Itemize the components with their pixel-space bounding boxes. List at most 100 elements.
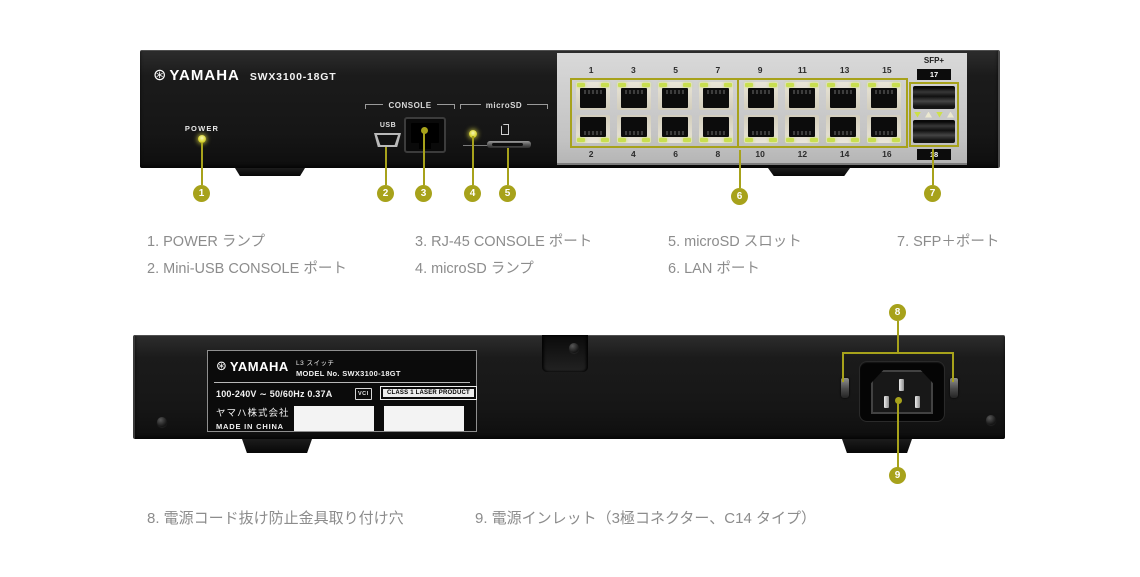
callout-line-7: [932, 149, 934, 185]
callout-bracket-8: [842, 352, 954, 354]
power-label: POWER: [184, 124, 220, 133]
cord-retainer-hole: [950, 378, 958, 398]
legend-item: 5. microSD スロット: [668, 234, 802, 250]
product-type: L3 スイッチ: [296, 360, 335, 367]
vcci-mark: VCI: [355, 388, 372, 400]
sfp-port-18: [913, 120, 955, 143]
c14-socket: [871, 370, 933, 414]
lan-port: [698, 82, 733, 110]
screw-icon: [569, 343, 579, 353]
lan-port: [617, 82, 652, 110]
manufacturer-block: ヤマハ株式会社 MADE IN CHINA: [216, 405, 290, 431]
rating-label-plate: ⊛ YAMAHA L3 スイッチ MODEL No. SWX3100-18GT …: [207, 350, 477, 432]
rj45-console-port: [404, 117, 446, 153]
power-inlet-c14: [860, 362, 944, 421]
front-legend-col-2: 3. RJ-45 CONSOLE ポート 4. microSD ランプ: [415, 229, 592, 283]
callout-4: 4: [464, 185, 481, 202]
callout-9: 9: [889, 467, 906, 484]
device-foot: [235, 168, 305, 176]
callout-7: 7: [924, 185, 941, 202]
front-legend-col-1: 1. POWER ランプ 2. Mini-USB CONSOLE ポート: [147, 229, 347, 283]
yamaha-logo-icon: ⊛: [216, 358, 227, 373]
model-number: MODEL No. SWX3100-18GT: [296, 369, 401, 378]
microsd-section-label: microSD: [460, 101, 548, 111]
lan-port: [743, 82, 778, 110]
rear-model-block: L3 スイッチ MODEL No. SWX3100-18GT: [296, 357, 401, 378]
lan-port: [784, 82, 819, 110]
brand-name: YAMAHA: [169, 67, 240, 84]
callout-dot-3: [421, 127, 428, 134]
sfp-port-18-label: 18: [917, 149, 951, 160]
callout-line-9: [897, 403, 899, 468]
callout-line-6: [739, 150, 741, 188]
legend-item: 2. Mini-USB CONSOLE ポート: [147, 261, 347, 277]
brand-row: ⊛ YAMAHA SWX3100-18GT: [153, 67, 337, 84]
power-rating: 100-240V ∼ 50/60Hz 0.37A: [216, 389, 333, 399]
lan-port: [617, 115, 652, 143]
callout-8: 8: [889, 304, 906, 321]
device-foot: [242, 439, 312, 453]
sfp-leds: [911, 110, 957, 119]
sfp-label: SFP+: [923, 56, 945, 65]
callout-3: 3: [415, 185, 432, 202]
sfp-section: SFP+ 17 18: [909, 53, 959, 165]
callout-line-2: [385, 147, 387, 185]
lan-port: [867, 115, 902, 143]
rear-legend-item-8: 8. 電源コード抜け防止金具取り付け穴: [147, 510, 404, 527]
rear-brand-name: YAMAHA: [229, 358, 289, 374]
mini-usb-console-port: [374, 133, 401, 147]
front-legend-col-3: 5. microSD スロット 6. LAN ポート: [668, 229, 802, 283]
lan-port: [657, 82, 692, 110]
callout-line-5: [507, 148, 509, 185]
screw-icon: [986, 415, 996, 425]
inlet-pin: [884, 396, 889, 408]
lan-port: [743, 115, 778, 143]
console-section-label: CONSOLE: [365, 101, 455, 111]
front-panel-view: ⊛ YAMAHA SWX3100-18GT POWER CONSOLE USB …: [140, 50, 1000, 176]
sfp-port-17-label: 17: [917, 69, 951, 80]
callout-line-8: [897, 321, 899, 354]
legend-item: 6. LAN ポート: [668, 261, 760, 277]
lan-port: [576, 115, 611, 143]
cord-retainer-hole: [841, 378, 849, 398]
inlet-pin: [915, 396, 920, 408]
callout-line-8-right: [952, 352, 954, 382]
sfp-ports-group: [909, 82, 959, 147]
lan-port: [867, 82, 902, 110]
device-foot: [768, 168, 850, 176]
lan-ports-group: [570, 78, 908, 148]
lan-port: [826, 115, 861, 143]
microsd-led: [469, 130, 477, 138]
blank-label-area: [384, 406, 464, 431]
legend-item: 3. RJ-45 CONSOLE ポート: [415, 234, 593, 250]
callout-5: 5: [499, 185, 516, 202]
lan-port: [576, 82, 611, 110]
lan-ports-9-16: [739, 80, 906, 146]
callout-2: 2: [377, 185, 394, 202]
country-of-origin: MADE IN CHINA: [216, 422, 284, 431]
callout-6: 6: [731, 188, 748, 205]
lan-ports-1-8: [572, 80, 739, 146]
legend-item: 7. SFP＋ポート: [897, 234, 1000, 250]
ports-panel: 1 3 5 7 9 11 13 15: [557, 53, 967, 165]
lan-port: [784, 115, 819, 143]
microsd-card-icon: [501, 124, 509, 135]
microsd-slot: [487, 141, 531, 148]
power-led: [198, 135, 206, 143]
lan-port: [657, 115, 692, 143]
rear-panel-view: ⊛ YAMAHA L3 スイッチ MODEL No. SWX3100-18GT …: [133, 335, 1005, 453]
callout-dot-9: [895, 397, 902, 404]
lan-port: [698, 115, 733, 143]
inlet-pin: [899, 379, 904, 391]
microsd-led-pointer-line: [463, 145, 489, 146]
rear-brand-row: ⊛ YAMAHA: [216, 358, 289, 374]
blank-label-area: [294, 406, 374, 431]
label-divider: [214, 382, 470, 383]
company-name: ヤマハ株式会社: [216, 408, 290, 419]
lan-port-numbers-bottom: 2 4 6 8 10 12 14 16: [588, 149, 892, 159]
rear-notch: [542, 335, 588, 372]
screw-icon: [157, 417, 167, 427]
callout-line-8-left: [842, 352, 844, 382]
callout-line-4: [472, 136, 474, 185]
